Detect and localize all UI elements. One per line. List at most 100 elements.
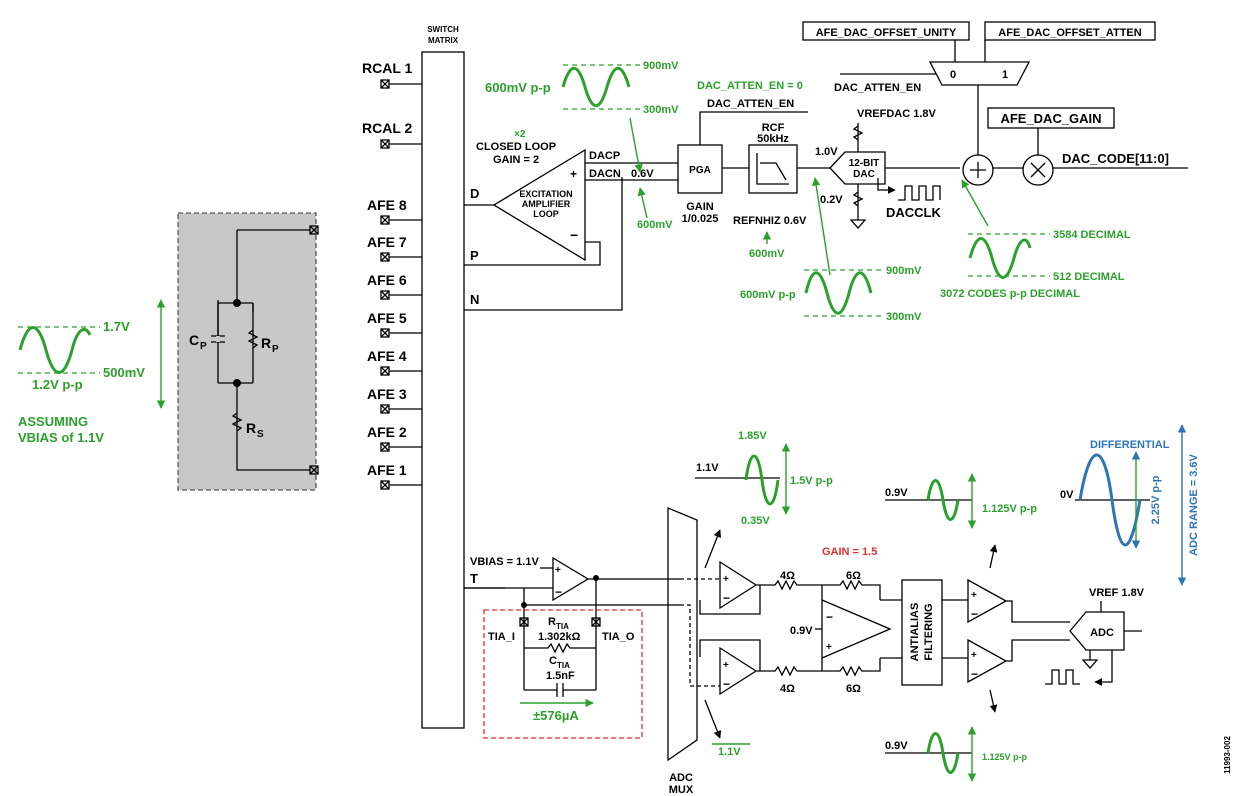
differential-annotation: DIFFERENTIAL 0V 2.25V p-p ADC RANGE = 3.…: [1060, 424, 1200, 586]
svg-text:1.125V p-p: 1.125V p-p: [982, 752, 1028, 762]
svg-text:6Ω: 6Ω: [846, 570, 861, 582]
svg-text:D: D: [470, 186, 479, 201]
svg-text:N: N: [470, 292, 479, 307]
svg-text:+: +: [971, 590, 977, 601]
svg-text:TIA_I: TIA_I: [488, 631, 515, 643]
svg-text:0: 0: [950, 69, 956, 81]
adc-mux: ADC MUX: [667, 507, 722, 796]
svg-text:0.9V: 0.9V: [885, 740, 908, 752]
svg-text:P: P: [272, 344, 279, 355]
svg-text:P: P: [200, 341, 207, 352]
pin-afe3: AFE 3: [367, 386, 422, 414]
svg-text:AFE 2: AFE 2: [367, 424, 407, 440]
svg-text:4Ω: 4Ω: [780, 570, 795, 582]
svg-text:+: +: [826, 642, 832, 653]
svg-text:−: −: [971, 667, 978, 681]
svg-text:300mV: 300mV: [643, 104, 679, 116]
svg-text:DACN: DACN: [589, 168, 621, 180]
svg-text:−: −: [723, 591, 730, 605]
svg-text:+: +: [555, 565, 561, 576]
adc-block: ADC VREF 1.8V: [1045, 587, 1145, 686]
svg-text:0V: 0V: [1060, 489, 1074, 501]
svg-text:AFE 8: AFE 8: [367, 197, 407, 213]
svg-text:MUX: MUX: [669, 784, 694, 796]
offset-mux: AFE_DAC_OFFSET_UNITY AFE_DAC_OFFSET_ATTE…: [802, 21, 1188, 186]
svg-text:AMPLIFIER: AMPLIFIER: [522, 199, 571, 209]
excitation-amplifier: EXCITATION AMPLIFIER LOOP + − ×2 CLOSED …: [464, 129, 678, 311]
svg-text:1: 1: [1002, 69, 1008, 81]
svg-text:−: −: [971, 607, 978, 621]
svg-text:AFE 7: AFE 7: [367, 234, 407, 250]
svg-text:S: S: [257, 429, 264, 440]
svg-text:ADC: ADC: [1090, 627, 1114, 639]
svg-text:RCAL 2: RCAL 2: [362, 120, 413, 136]
svg-text:RCAL 1: RCAL 1: [362, 60, 413, 76]
svg-text:3072 CODES p-p DECIMAL: 3072 CODES p-p DECIMAL: [940, 288, 1080, 300]
svg-text:AFE_DAC_GAIN: AFE_DAC_GAIN: [1000, 111, 1101, 126]
svg-text:DAC_ATTEN_EN: DAC_ATTEN_EN: [834, 82, 921, 94]
figure-id: 11993-002: [1223, 736, 1232, 774]
svg-text:600mV: 600mV: [749, 248, 785, 260]
svg-text:50kHz: 50kHz: [757, 133, 789, 145]
svg-text:2.25V p-p: 2.25V p-p: [1150, 475, 1162, 524]
svg-text:AFE 1: AFE 1: [367, 462, 407, 478]
svg-text:0.9V: 0.9V: [885, 487, 908, 499]
pin-afe8: AFE 8: [367, 197, 422, 225]
svg-text:ANTIALIAS: ANTIALIAS: [909, 603, 921, 662]
svg-text:0.35V: 0.35V: [741, 515, 770, 527]
svg-text:TIA_O: TIA_O: [602, 631, 635, 643]
svg-text:VREF 1.8V: VREF 1.8V: [1089, 587, 1145, 599]
switch-matrix: SWITCH MATRIX: [421, 25, 465, 729]
svg-text:900mV: 900mV: [886, 265, 922, 277]
svg-text:ADC: ADC: [669, 772, 693, 784]
antialias-filter: ANTIALIAS FILTERING: [901, 579, 968, 686]
svg-text:DAC_ATTEN_EN: DAC_ATTEN_EN: [707, 98, 794, 110]
svg-text:P: P: [470, 248, 479, 263]
pin-afe2: AFE 2: [367, 424, 422, 452]
pin-rcal2: RCAL 2: [362, 120, 422, 149]
svg-text:1.2V p-p: 1.2V p-p: [32, 377, 83, 392]
svg-text:500mV: 500mV: [103, 365, 145, 380]
svg-text:1.302kΩ: 1.302kΩ: [538, 631, 581, 643]
rcf-filter: RCF 50kHz REFNHIZ 0.6V: [733, 122, 830, 227]
svg-text:−: −: [570, 227, 578, 243]
svg-text:EXCITATION: EXCITATION: [519, 189, 572, 199]
switch-matrix-label-2: MATRIX: [428, 36, 459, 45]
output-buffers: + − + −: [967, 544, 1070, 713]
svg-text:PGA: PGA: [689, 165, 711, 176]
svg-text:3584 DECIMAL: 3584 DECIMAL: [1053, 229, 1131, 241]
svg-text:+: +: [723, 660, 729, 671]
svg-text:FILTERING: FILTERING: [923, 603, 935, 660]
rp-label: R: [261, 335, 271, 351]
svg-text:600mV p-p: 600mV p-p: [485, 80, 551, 95]
svg-text:RCF: RCF: [762, 122, 785, 134]
svg-text:REFNHIZ 0.6V: REFNHIZ 0.6V: [733, 215, 807, 227]
svg-text:DAC_CODE[11:0]: DAC_CODE[11:0]: [1062, 151, 1169, 166]
svg-text:DAC: DAC: [853, 169, 875, 180]
svg-text:C: C: [549, 655, 557, 667]
svg-text:TIA: TIA: [557, 661, 570, 670]
svg-text:1.5nF: 1.5nF: [546, 670, 575, 682]
svg-text:AFE_DAC_OFFSET_ATTEN: AFE_DAC_OFFSET_ATTEN: [998, 27, 1141, 39]
svg-text:LOOP: LOOP: [533, 209, 559, 219]
svg-text:VREFDAC 1.8V: VREFDAC 1.8V: [857, 108, 937, 120]
svg-text:+: +: [570, 167, 577, 181]
svg-text:AFE 3: AFE 3: [367, 386, 407, 402]
impedance-model: C P R P R S: [177, 212, 319, 491]
svg-text:+: +: [971, 650, 977, 661]
svg-text:T: T: [470, 571, 478, 586]
pin-afe7: AFE 7: [367, 234, 422, 262]
svg-text:R: R: [548, 616, 556, 628]
excitation-waveform-annotations: 900mV 300mV 600mV p-p 600mV 600mV 900mV …: [485, 60, 1131, 323]
svg-text:1.85V: 1.85V: [738, 430, 767, 442]
svg-text:DAC_ATTEN_EN = 0: DAC_ATTEN_EN = 0: [697, 80, 803, 92]
pin-afe5: AFE 5: [367, 310, 422, 338]
svg-text:−: −: [555, 585, 562, 599]
svg-text:12-BIT: 12-BIT: [849, 158, 880, 169]
tia-section: T VBIAS = 1.1V + − TIA_I TIA_O R TIA 1.3…: [464, 556, 720, 739]
pin-afe1: AFE 1: [367, 462, 422, 490]
svg-text:600mV: 600mV: [637, 219, 673, 231]
svg-text:4Ω: 4Ω: [780, 683, 795, 695]
svg-text:AFE_DAC_OFFSET_UNITY: AFE_DAC_OFFSET_UNITY: [816, 27, 957, 39]
